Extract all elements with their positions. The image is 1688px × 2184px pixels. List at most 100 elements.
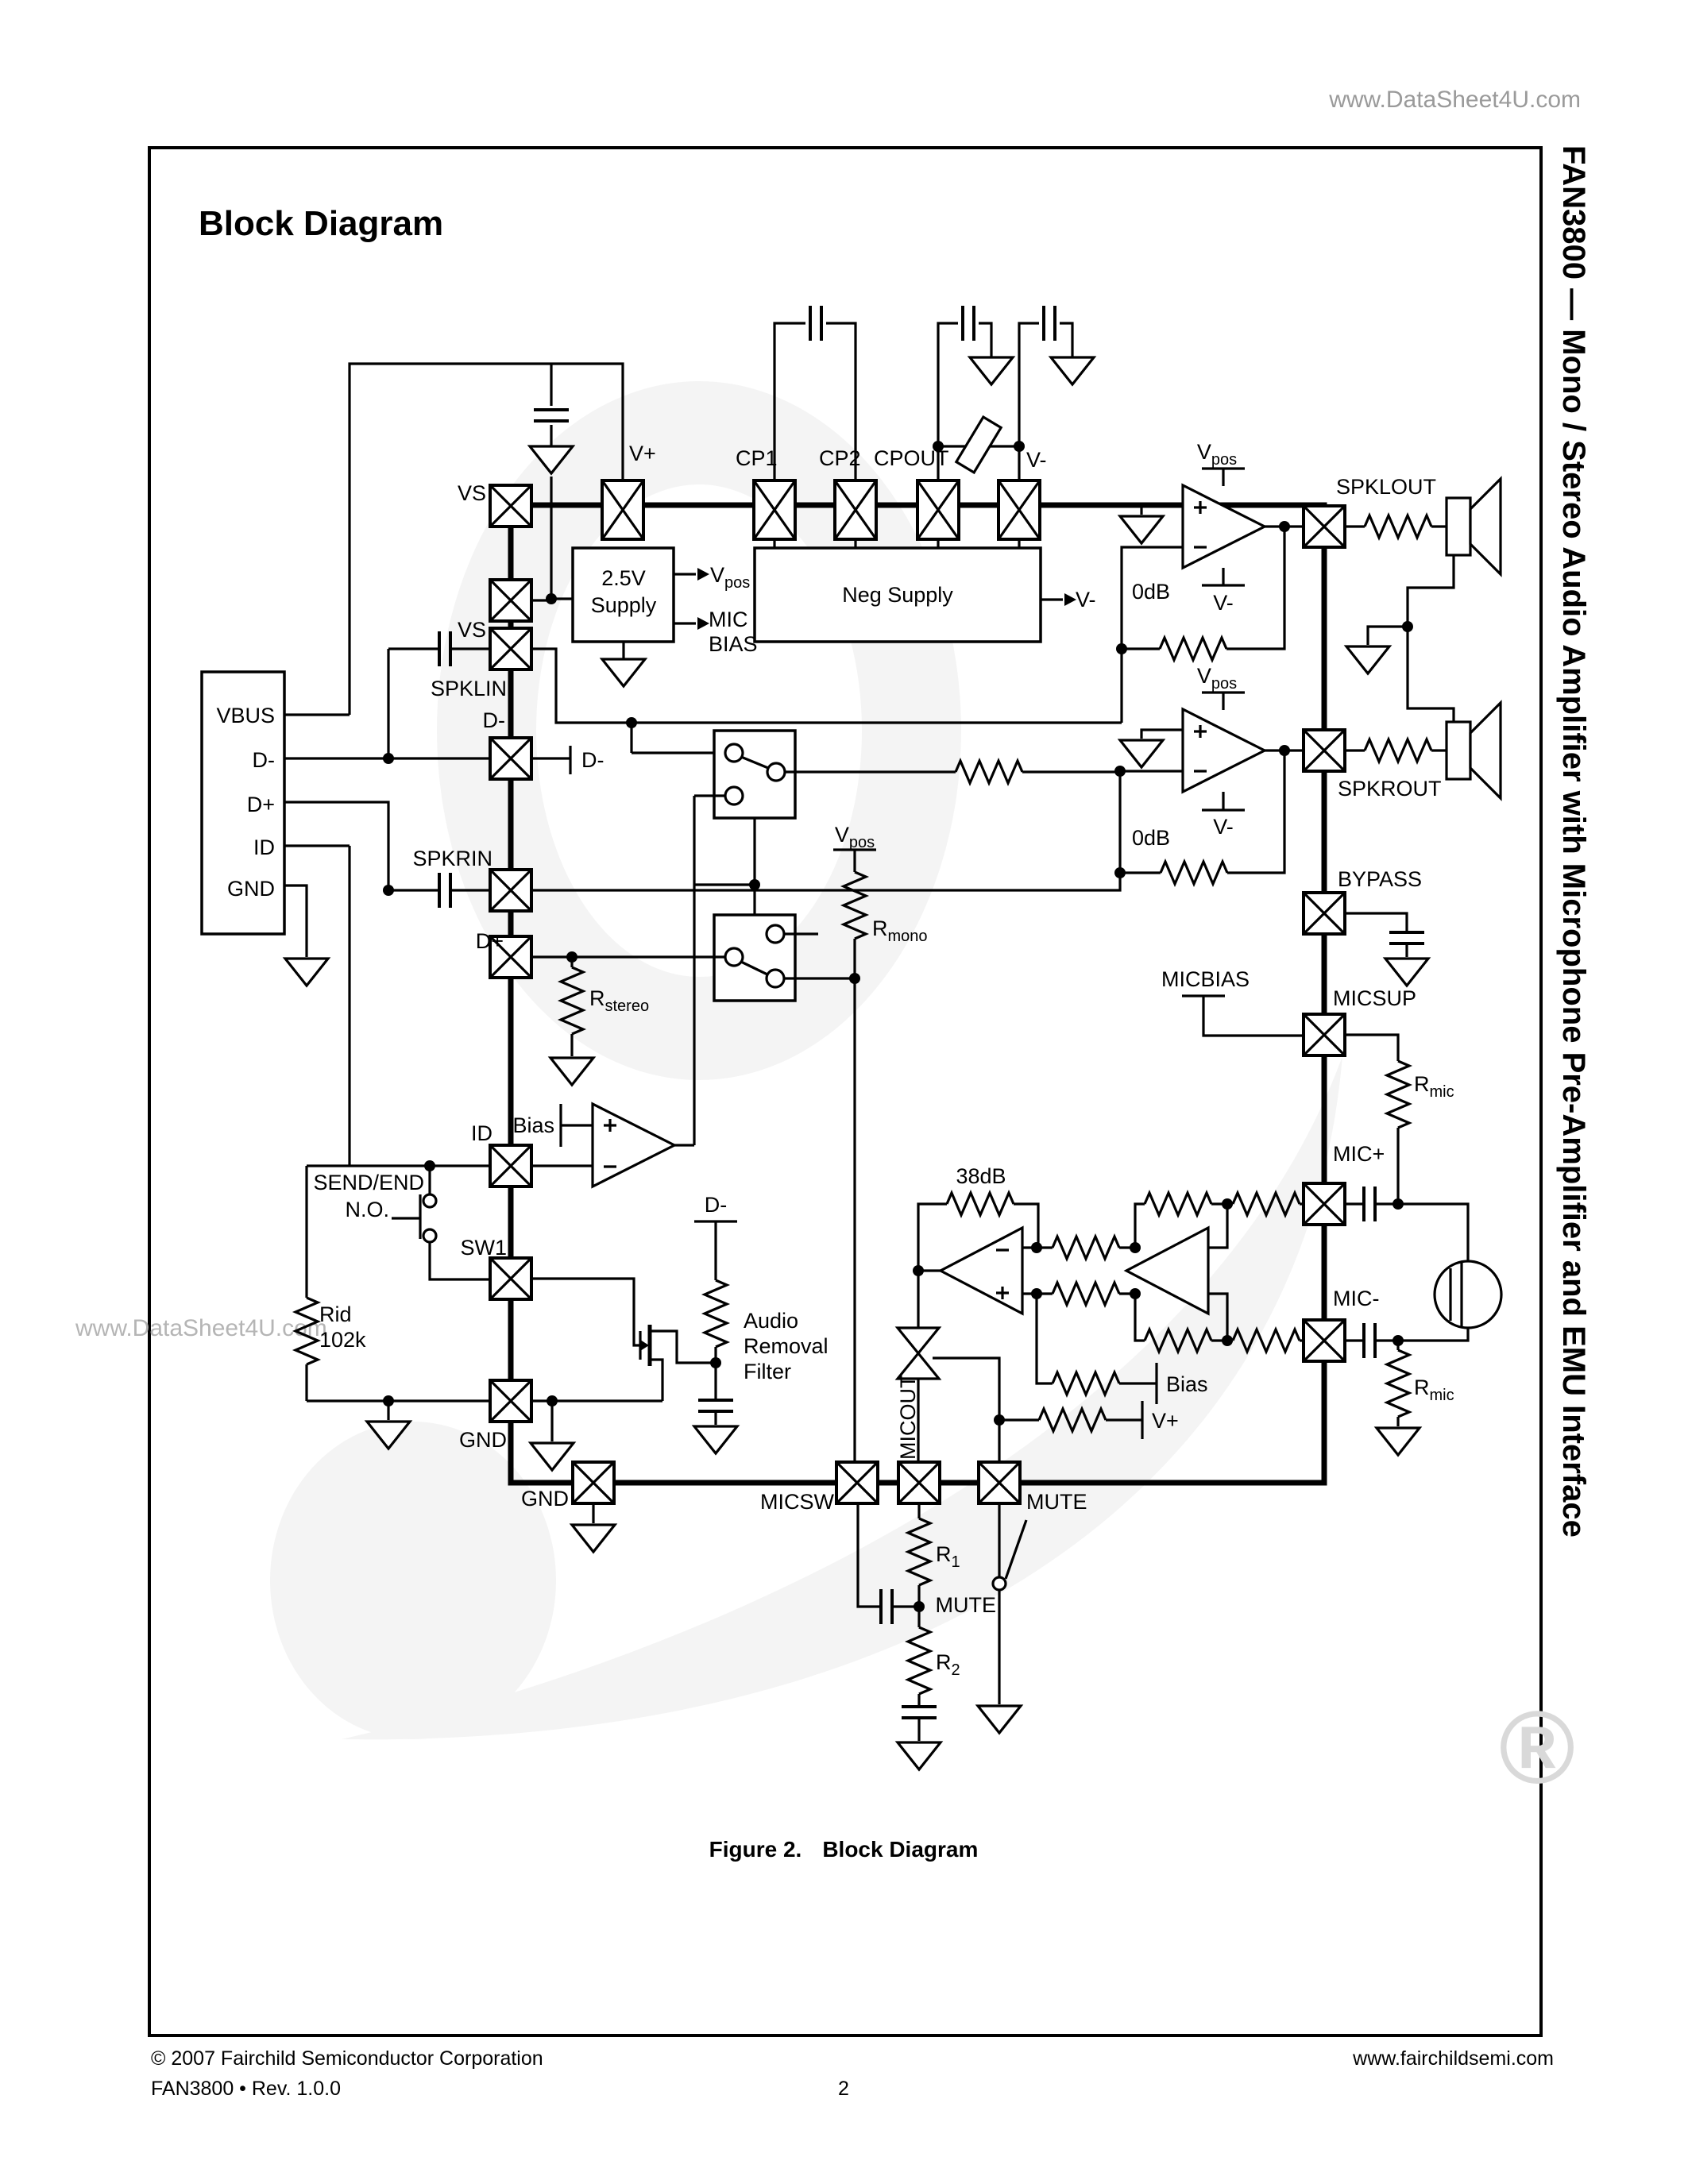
series-component <box>954 415 1003 475</box>
volume-attenuator <box>894 1326 942 1380</box>
label-vpos-amp1: Vpos <box>1197 440 1237 469</box>
pin-micout <box>897 1461 941 1505</box>
microphone-symbol <box>1433 1260 1503 1329</box>
left-watermark: www.DataSheet4U.com <box>75 1315 327 1341</box>
neg-supply-block: Neg Supply V- <box>753 539 1096 643</box>
spkrout-amp: Vpos V- 0dB <box>1114 664 1304 886</box>
label-vbus-id: ID <box>253 835 275 859</box>
label-cp1: CP1 <box>736 446 778 470</box>
pin-vplus <box>601 479 645 541</box>
label-r2: R2 <box>936 1650 960 1679</box>
registered-mark-watermark: ® <box>1499 1689 1575 1805</box>
pin-gnd1 <box>489 1379 533 1423</box>
pin-labels: V+ CP1 CP2 CPOUT V- VS VS SPKLIN D- SPKR… <box>412 442 1441 1514</box>
page-title: Block Diagram <box>199 204 443 243</box>
pin-sw1 <box>489 1256 533 1301</box>
label-vneg-out: V- <box>1076 588 1096 612</box>
label-micsw: MICSW <box>760 1490 835 1514</box>
label-vs1: VS <box>458 481 486 505</box>
pin-spklout <box>1302 504 1346 549</box>
supply-2v5-line2: Supply <box>591 593 657 617</box>
label-0db-amp1: 0dB <box>1132 580 1170 604</box>
header-watermark: www.DataSheet4U.com <box>1328 87 1581 113</box>
label-sw1: SW1 <box>460 1236 507 1260</box>
pin-gnd2 <box>571 1461 616 1505</box>
label-spkrin: SPKRIN <box>412 847 492 870</box>
label-vpos-rmono: Vpos <box>835 823 875 851</box>
label-vbus-gnd: GND <box>227 877 275 901</box>
footer-copyright: © 2007 Fairchild Semiconductor Corporati… <box>151 2047 543 2070</box>
pin-spkrin <box>489 868 533 913</box>
label-micbias: MICBIAS <box>1161 967 1250 991</box>
pin-vs1 <box>489 484 533 528</box>
mic-preamp-38db: 38dB Bias V+ <box>894 1164 1304 1462</box>
spklout-amp: Vpos V- 0dB <box>1116 440 1304 723</box>
figure-caption: Figure 2.Block Diagram <box>709 1837 979 1862</box>
sendend-rid-network: Rid 102k SEND/END N.O. <box>294 846 662 1472</box>
label-audio: Audio <box>744 1309 798 1333</box>
audio-removal-filter: D- Audio Removal Filter <box>531 1193 829 1455</box>
pin-dminus <box>489 736 533 781</box>
footer-page-number: 2 <box>838 2078 849 2100</box>
label-mute-pin: MUTE <box>1026 1490 1087 1514</box>
pin-spkrout <box>1302 728 1346 773</box>
label-mute-switch: MUTE <box>936 1593 997 1617</box>
vbus-connector: VBUS D- D+ ID GND D- <box>200 630 605 987</box>
label-micminus: MIC- <box>1333 1287 1379 1310</box>
label-spkrout: SPKROUT <box>1338 777 1442 801</box>
label-micbias-out-2: BIAS <box>709 632 758 656</box>
label-sendend: SEND/END <box>313 1171 424 1194</box>
label-cp2: CP2 <box>819 446 861 470</box>
label-removal: Removal <box>744 1334 829 1358</box>
label-micbias-out-1: MIC <box>709 608 748 631</box>
label-dminus-int: D- <box>581 748 605 772</box>
pin-cp1 <box>752 479 797 541</box>
label-r1: R1 <box>936 1542 960 1571</box>
label-gnd2: GND <box>521 1487 569 1511</box>
label-spklin: SPKLIN <box>431 677 507 700</box>
label-dplus-pin: D+ <box>476 929 504 953</box>
page-frame <box>148 146 1543 2037</box>
footer-website: www.fairchildsemi.com <box>1352 2047 1554 2070</box>
right-external: MICBIAS Rmic Rmic <box>1161 477 1503 1457</box>
pin-vs2 <box>489 578 533 623</box>
label-vneg-amp1: V- <box>1213 591 1234 615</box>
label-micout: MICOUT <box>896 1376 920 1460</box>
id-comparator: Bias <box>512 1102 694 1189</box>
label-vplus-pin: V+ <box>629 442 656 465</box>
pin-cpout <box>916 479 960 541</box>
label-dminus-pin: D- <box>483 708 506 732</box>
label-no: N.O. <box>345 1198 389 1221</box>
neg-supply-label: Neg Supply <box>842 583 953 607</box>
label-rmic-bottom: Rmic <box>1414 1376 1454 1404</box>
pin-bypass <box>1302 891 1346 936</box>
label-vpos-amp2: Vpos <box>1197 664 1237 693</box>
pin-cp2 <box>833 479 878 541</box>
bottom-external: R1 R2 MUTE <box>570 1504 1028 1771</box>
pin-vminus <box>997 479 1041 541</box>
label-filter: Filter <box>744 1360 791 1383</box>
supply-2v5-line1: 2.5V <box>601 566 646 590</box>
label-bias-preamp: Bias <box>1166 1372 1208 1396</box>
pin-micplus <box>1302 1182 1346 1226</box>
pin-mute <box>977 1461 1022 1505</box>
label-vminus-pin: V- <box>1026 448 1047 472</box>
label-vplus-int: V+ <box>1152 1409 1179 1433</box>
label-micsup: MICSUP <box>1333 986 1416 1010</box>
label-cpout: CPOUT <box>874 446 949 470</box>
label-dminus-filter: D- <box>705 1193 728 1217</box>
footer-docline: FAN3800 • Rev. 1.0.0 <box>151 2078 341 2100</box>
pin-spklin <box>489 627 533 671</box>
label-spklout: SPKLOUT <box>1336 475 1436 499</box>
label-vbus-dminus: D- <box>253 748 276 772</box>
label-vpos-out: Vpos <box>710 563 750 592</box>
label-rid: Rid <box>319 1302 352 1326</box>
pin-micminus <box>1302 1318 1346 1363</box>
label-gnd1: GND <box>459 1428 507 1452</box>
label-vneg-amp2: V- <box>1213 815 1234 839</box>
label-vs2: VS <box>458 618 486 642</box>
internal-routing: Rstereo Vpos Rmono <box>531 647 1122 1462</box>
pin-micsw <box>835 1461 879 1505</box>
label-micplus: MIC+ <box>1333 1142 1385 1166</box>
